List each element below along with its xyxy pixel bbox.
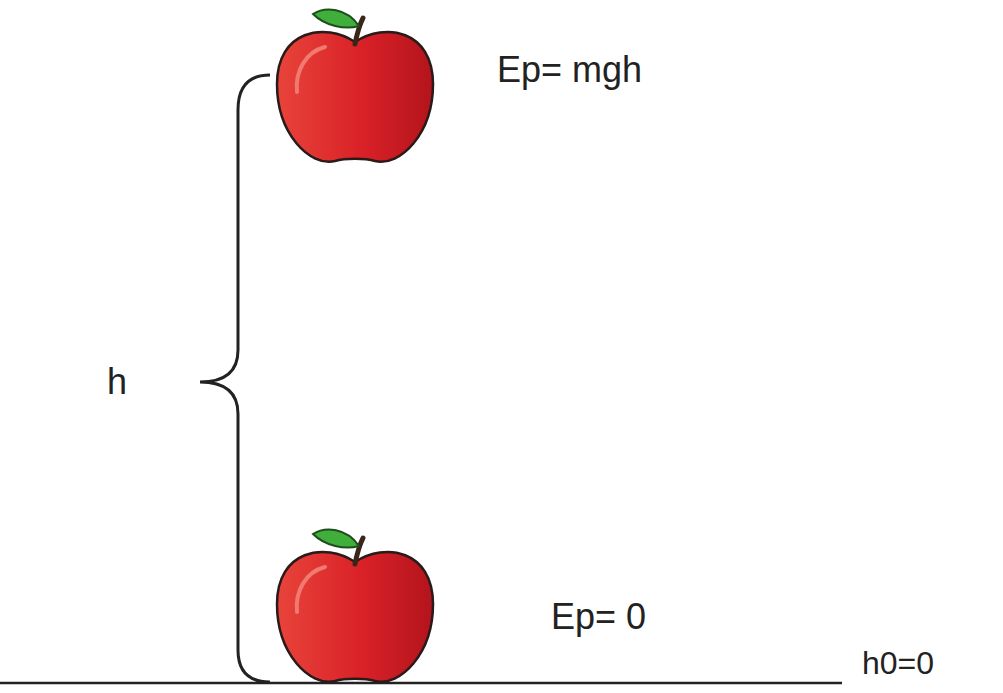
energy-label: Ep= mgh xyxy=(497,50,642,90)
energy-label: Ep= 0 xyxy=(551,597,646,637)
ground-line xyxy=(0,682,842,685)
height-bracket xyxy=(200,75,270,682)
reference-label: h0=0 xyxy=(862,646,934,681)
height-label: h xyxy=(107,362,127,402)
apple-bottom xyxy=(277,530,433,682)
apple-top xyxy=(277,10,433,162)
